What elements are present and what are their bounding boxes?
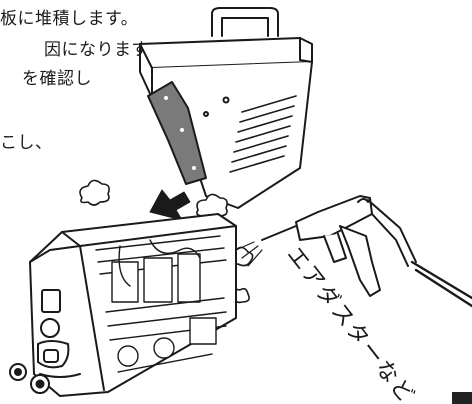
air-stream-lines xyxy=(235,241,263,267)
air-duster-label: エアダスターなど xyxy=(281,242,419,404)
instruction-line-1: 板に堆積します。 xyxy=(0,9,139,29)
removed-cover-drawing xyxy=(139,7,313,209)
instruction-line-2: 因になります。 xyxy=(44,40,165,60)
dust-puff-icons xyxy=(79,179,254,304)
air-duster-drawing xyxy=(261,195,472,308)
front-connectors xyxy=(9,363,50,394)
lift-arrow-icon xyxy=(149,189,191,221)
page-edge-bar xyxy=(452,392,472,404)
instruction-line-3: を確認し xyxy=(22,69,92,89)
instruction-line-4: こし、 xyxy=(0,133,53,153)
welder-body-drawing xyxy=(29,213,237,397)
